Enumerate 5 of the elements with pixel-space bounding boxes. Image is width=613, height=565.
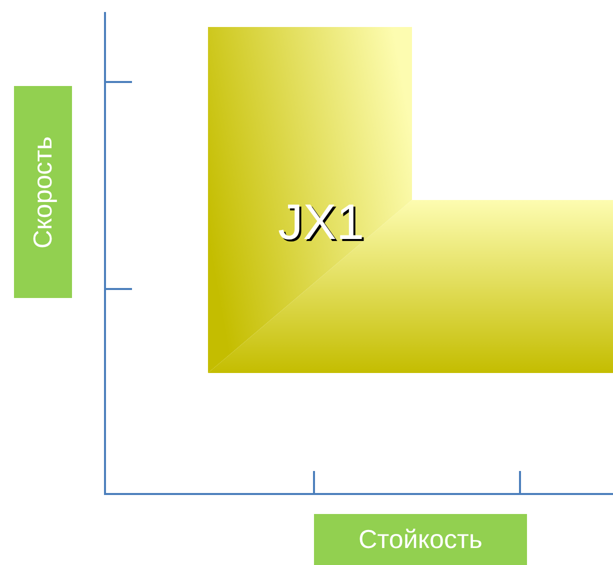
axis-label-box <box>14 86 72 298</box>
axis-title: Скорость <box>28 136 58 248</box>
region-label: JX1 <box>278 193 364 251</box>
axis-title: Стойкость <box>358 524 482 555</box>
axis-label-box <box>314 514 527 565</box>
